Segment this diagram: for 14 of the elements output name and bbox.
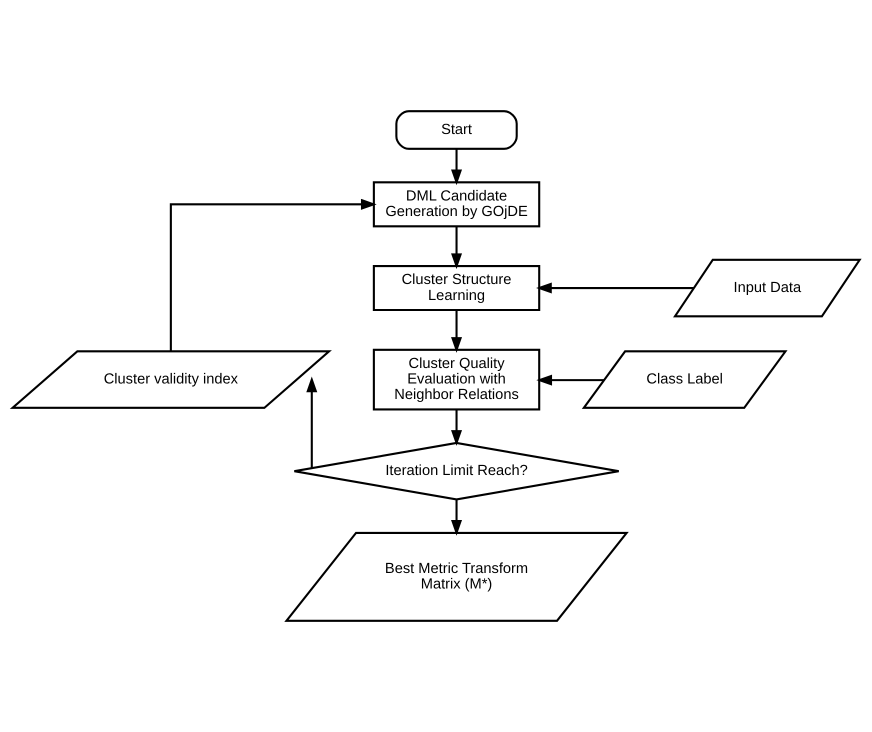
arrow — [306, 376, 318, 468]
node-diamond: Iteration Limit Reach? — [293, 442, 620, 500]
arrow — [451, 310, 462, 353]
arrow — [170, 198, 377, 352]
node-box: DML Candidate Generation by GOjDE — [372, 181, 540, 228]
arrow — [451, 149, 462, 186]
arrow — [536, 374, 604, 386]
arrow — [451, 226, 462, 270]
arrow — [451, 410, 462, 446]
arrow — [536, 282, 694, 294]
arrow — [451, 500, 462, 536]
node-box: Start — [395, 110, 518, 150]
node-box: Cluster Structure Learning — [372, 265, 540, 312]
node-box: Cluster Quality Evaluation with Neighbor Relations — [372, 348, 540, 410]
